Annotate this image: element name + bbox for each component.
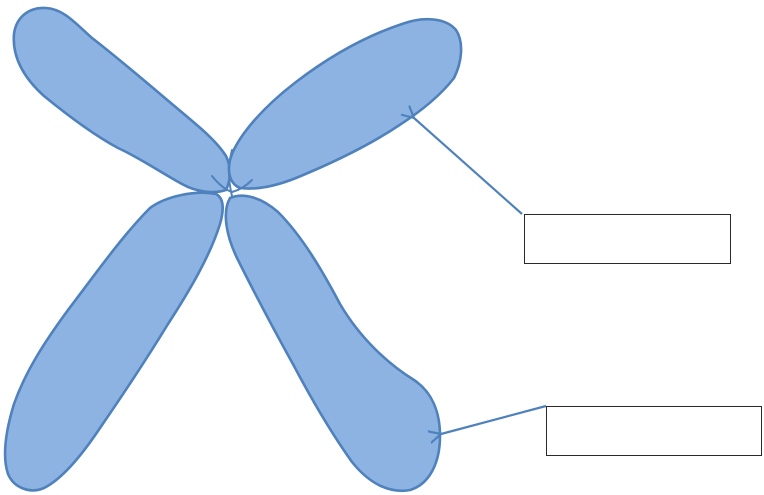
chromatid-arm-upper-right	[229, 19, 461, 188]
chromatid-arm-lower-right	[226, 196, 440, 491]
label-box-upper[interactable]	[524, 214, 731, 264]
label-box-lower[interactable]	[546, 406, 762, 456]
pointer-arrow-lower	[441, 406, 546, 434]
chromatid-arm-lower-left	[5, 193, 223, 491]
chromatid-arm-upper-left	[14, 8, 230, 192]
chromosome	[5, 8, 461, 491]
pointer-arrow-upper	[414, 118, 522, 214]
